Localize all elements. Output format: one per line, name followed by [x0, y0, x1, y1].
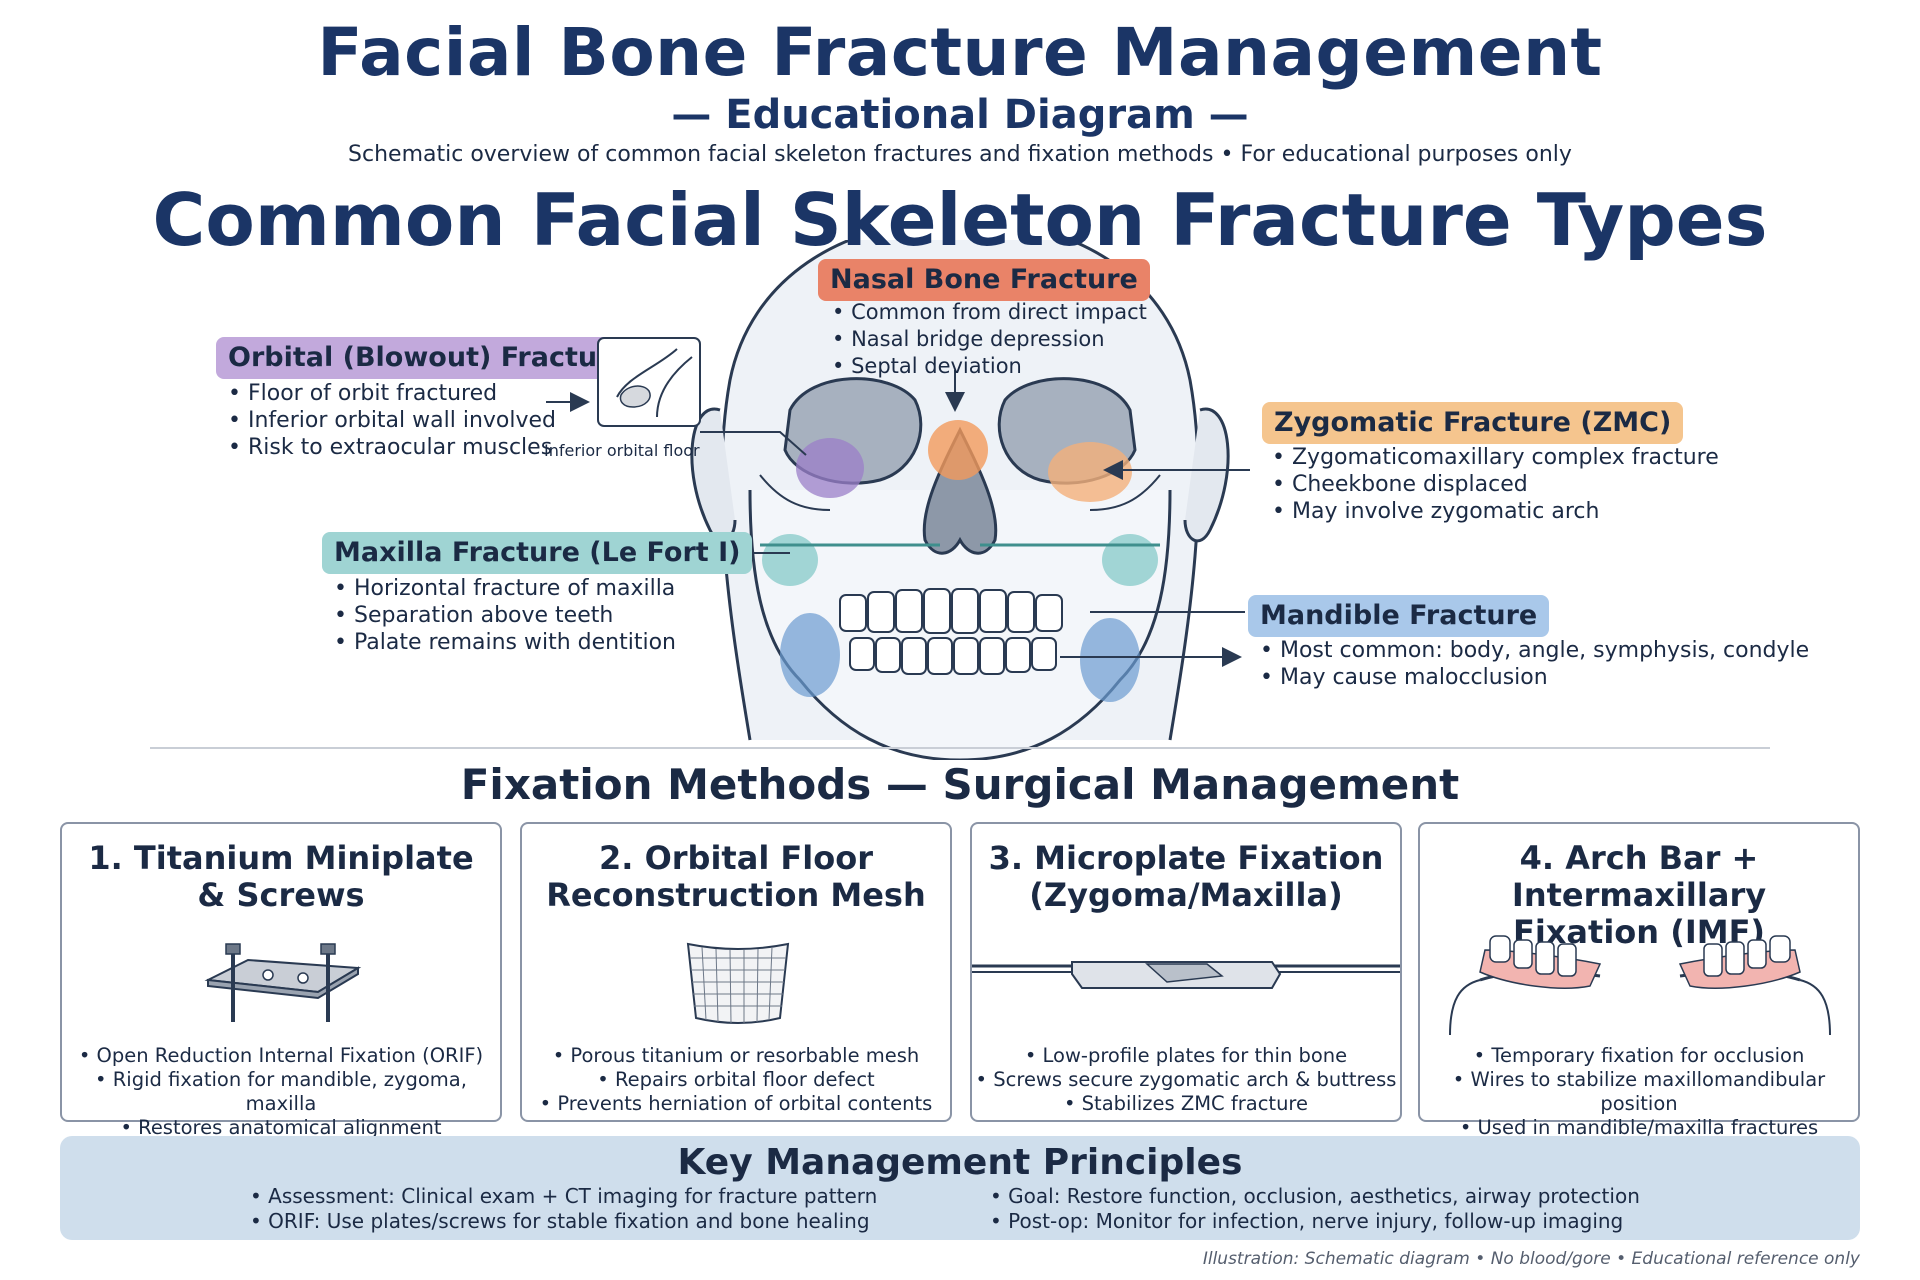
nasal-fracture-label: Nasal Bone Fracture [818, 259, 1150, 301]
fixation-card-arch-bar: 4. Arch Bar + Intermaxillary Fixation (I… [1418, 822, 1860, 1139]
section-divider [150, 747, 1770, 749]
fixation-card-miniplate: 1. Titanium Miniplate & Screws Open Redu… [60, 822, 502, 1139]
orbital-fracture-points: Floor of orbit fractured Inferior orbita… [228, 380, 556, 461]
nasal-aperture [922, 426, 998, 555]
key-principles-title: Key Management Principles [677, 1142, 1243, 1183]
orbital-point: Inferior orbital wall involved [228, 407, 556, 434]
card-points: Porous titanium or resorbable mesh Repai… [522, 1044, 950, 1116]
right-ear [1183, 407, 1230, 543]
mandible-point: May cause malocclusion [1260, 664, 1809, 691]
fixation-card-mesh: 2. Orbital Floor Reconstruction Mesh Por… [520, 822, 952, 1122]
mandible-point: Most common: body, angle, symphysis, con… [1260, 637, 1809, 664]
nasal-fracture-points: Common from direct impact Nasal bridge d… [832, 299, 1147, 380]
mandible-fracture-points: Most common: body, angle, symphysis, con… [1260, 637, 1809, 691]
card-title: 2. Orbital Floor Reconstruction Mesh [546, 839, 926, 914]
key-principles-panel: Key Management Principles Assessment: Cl… [60, 1136, 1860, 1240]
upper-teeth [839, 588, 1063, 634]
zygomatic-point: May involve zygomatic arch [1272, 498, 1719, 525]
zygomatic-fracture-region [1048, 442, 1132, 502]
mesh-icon [686, 942, 790, 1024]
zygomatic-fracture-label: Zygomatic Fracture (ZMC) [1262, 402, 1684, 444]
principles-left: Assessment: Clinical exam + CT imaging f… [250, 1184, 877, 1234]
orbital-fracture-label: Orbital (Blowout) Fracture [216, 337, 641, 379]
card-title: 4. Arch Bar + Intermaxillary Fixation (I… [1511, 839, 1767, 951]
zygomatic-point: Cheekbone displaced [1272, 471, 1719, 498]
maxilla-point: Separation above teeth [334, 602, 676, 629]
orbital-floor-inset-icon [597, 337, 701, 427]
card-points: Open Reduction Internal Fixation (ORIF) … [62, 1044, 500, 1140]
orbital-point: Floor of orbit fractured [228, 380, 556, 407]
fracture-types-heading: Common Facial Skeleton Fracture Types [152, 178, 1768, 262]
mandible-fracture-region-right [1080, 618, 1140, 702]
card-points: Low-profile plates for thin bone Screws … [972, 1044, 1400, 1116]
nasal-point: Nasal bridge depression [832, 326, 1147, 353]
fixation-card-microplate: 3. Microplate Fixation (Zygoma/Maxilla) … [970, 822, 1402, 1122]
fixation-heading: Fixation Methods — Surgical Management [460, 760, 1460, 809]
mandible-fracture-label: Mandible Fracture [1248, 595, 1550, 637]
maxilla-fracture-region-right [1102, 534, 1158, 586]
card-title: 3. Microplate Fixation (Zygoma/Maxilla) [988, 839, 1384, 914]
microplate-icon [972, 961, 1400, 989]
mandible-fracture-region-left [780, 613, 840, 697]
miniplate-screws-icon [204, 943, 362, 1022]
principles-right: Goal: Restore function, occlusion, aesth… [990, 1184, 1640, 1234]
orbital-floor-inset-label: Inferior orbital floor [544, 441, 700, 460]
page-subtitle: — Educational Diagram — [671, 92, 1249, 138]
page-caption: Schematic overview of common facial skel… [348, 142, 1572, 167]
footer-note: Illustration: Schematic diagram • No blo… [1202, 1249, 1860, 1269]
nasal-point: Septal deviation [832, 353, 1147, 380]
card-points: Temporary fixation for occlusion Wires t… [1420, 1044, 1858, 1140]
maxilla-point: Horizontal fracture of maxilla [334, 575, 676, 602]
zygomatic-point: Zygomaticomaxillary complex fracture [1272, 444, 1719, 471]
arch-bar-icon [1449, 935, 1831, 1036]
orbital-fracture-region [796, 438, 864, 498]
nasal-fracture-region [928, 420, 988, 480]
maxilla-fracture-points: Horizontal fracture of maxilla Separatio… [334, 575, 676, 656]
zygomatic-fracture-points: Zygomaticomaxillary complex fracture Che… [1272, 444, 1719, 525]
lower-teeth [849, 637, 1057, 675]
nasal-point: Common from direct impact [832, 299, 1147, 326]
maxilla-point: Palate remains with dentition [334, 629, 676, 656]
orbital-point: Risk to extraocular muscles [228, 434, 556, 461]
maxilla-fracture-label: Maxilla Fracture (Le Fort I) [322, 532, 753, 574]
page-title: Facial Bone Fracture Management [317, 14, 1603, 91]
card-title: 1. Titanium Miniplate & Screws [88, 839, 474, 914]
maxilla-fracture-region-left [762, 534, 818, 586]
